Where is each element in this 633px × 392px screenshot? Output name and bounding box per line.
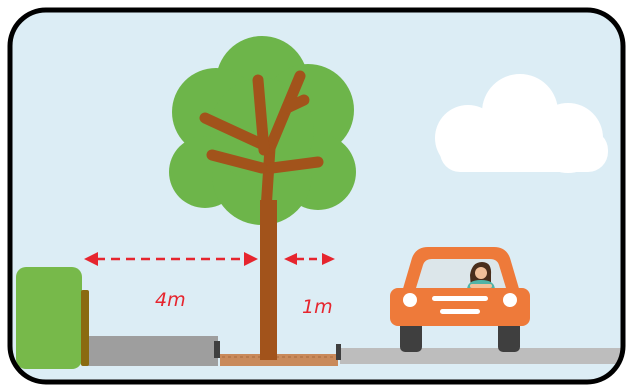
distance-label-left: 4m <box>155 289 186 311</box>
tree-pit <box>220 354 338 366</box>
road <box>340 348 630 364</box>
distance-label-right: 1m <box>302 296 333 318</box>
kerb-marker-right <box>336 344 341 360</box>
hedge-icon <box>16 267 89 369</box>
kerb-marker-left <box>214 341 220 358</box>
footpath <box>86 336 218 366</box>
